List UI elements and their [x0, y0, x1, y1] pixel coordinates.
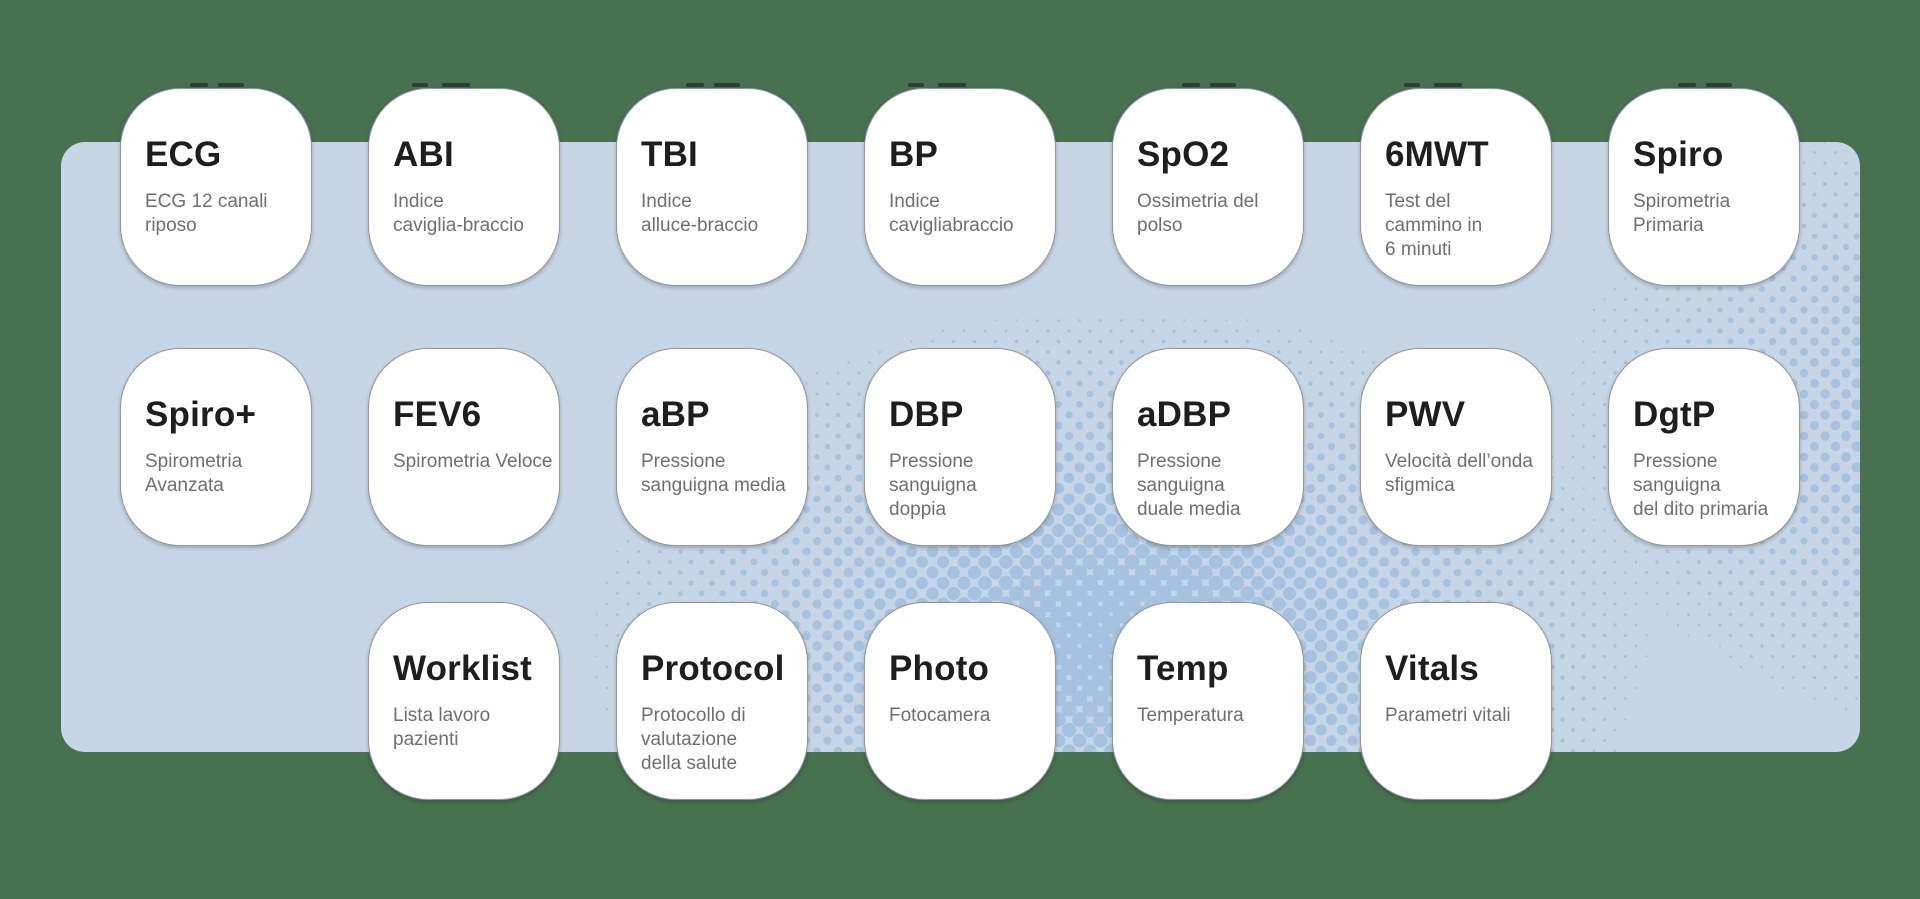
app-tile-title: BP — [889, 135, 939, 174]
app-tile-title: Vitals — [1385, 649, 1479, 688]
app-tile-title: TBI — [641, 135, 698, 174]
app-tile-title: DBP — [889, 395, 964, 434]
app-tile-title: PWV — [1385, 395, 1466, 434]
app-tile-abi[interactable]: ABI Indice caviglia-braccio — [368, 88, 560, 286]
app-tile-title: SpO2 — [1137, 135, 1230, 174]
app-tile-subtitle: Temperatura — [1137, 705, 1244, 726]
app-tile-subtitle: Lista lavoro pazienti — [393, 705, 491, 750]
clipped-row-remnant — [190, 83, 208, 87]
app-tile-subtitle: Indice caviglia-braccio — [393, 191, 524, 236]
clipped-row-remnant — [1434, 83, 1462, 87]
app-tile-abp[interactable]: aBP Pressione sanguigna media — [616, 348, 808, 546]
app-tile-title: aDBP — [1137, 395, 1232, 434]
app-tile-6mwt[interactable]: 6MWT Test del cammino in 6 minuti — [1360, 88, 1552, 286]
app-tile-protocol[interactable]: Protocol Protocollo di valutazione della… — [616, 602, 808, 800]
app-tile-subtitle: Spirometria Veloce — [393, 451, 553, 472]
clipped-row-remnant — [714, 83, 740, 87]
clipped-row-remnant — [1210, 83, 1236, 87]
app-tile-title: aBP — [641, 395, 710, 434]
clipped-row-remnant — [218, 83, 244, 87]
clipped-row-remnant — [908, 83, 924, 87]
app-tile-title: DgtP — [1633, 395, 1716, 434]
app-tile-title: Worklist — [393, 649, 533, 688]
app-tile-subtitle: Fotocamera — [889, 705, 991, 726]
app-tile-title: 6MWT — [1385, 135, 1489, 174]
app-tile-dgtp[interactable]: DgtP Pressione sanguigna del dito primar… — [1608, 348, 1800, 546]
app-tile-title: Protocol — [641, 649, 785, 688]
app-tile-vitals[interactable]: Vitals Parametri vitali — [1360, 602, 1552, 800]
clipped-row-remnant — [1706, 83, 1732, 87]
app-tile-subtitle: Pressione sanguigna doppia — [889, 451, 977, 520]
app-tile-title: FEV6 — [393, 395, 482, 434]
app-tile-fev6[interactable]: FEV6 Spirometria Veloce — [368, 348, 560, 546]
app-tile-subtitle: Velocità dell’onda sfigmica — [1385, 451, 1533, 496]
app-tile-spiro[interactable]: Spiro Spirometria Primaria — [1608, 88, 1800, 286]
app-tile-subtitle: Pressione sanguigna duale media — [1137, 451, 1241, 520]
app-tile-adbp[interactable]: aDBP Pressione sanguigna duale media — [1112, 348, 1304, 546]
clipped-row-remnant — [1678, 83, 1696, 87]
app-tile-tbi[interactable]: TBI Indice alluce-braccio — [616, 88, 808, 286]
clipped-row-remnant — [412, 83, 428, 87]
app-tile-subtitle: Test del cammino in 6 minuti — [1385, 191, 1483, 260]
app-tile-subtitle: Protocollo di valutazione della salute — [641, 705, 746, 774]
clipped-row-remnant — [1182, 83, 1200, 87]
app-tile-title: Photo — [889, 649, 990, 688]
app-tile-title: Temp — [1137, 649, 1229, 688]
app-tile-title: Spiro — [1633, 135, 1724, 174]
app-tile-subtitle: Indice cavigliabraccio — [889, 191, 1014, 236]
app-tile-subtitle: Spirometria Avanzata — [145, 451, 243, 496]
app-tile-title: Spiro+ — [145, 395, 257, 434]
app-tile-subtitle: Spirometria Primaria — [1633, 191, 1731, 236]
app-tile-subtitle: ECG 12 canali riposo — [145, 191, 268, 236]
app-tile-subtitle: Indice alluce-braccio — [641, 191, 759, 236]
app-tile-pwv[interactable]: PWV Velocità dell’onda sfigmica — [1360, 348, 1552, 546]
app-tile-subtitle: Pressione sanguigna media — [641, 451, 786, 496]
app-tile-title: ECG — [145, 135, 222, 174]
clipped-row-remnant — [1404, 83, 1420, 87]
app-tile-subtitle: Pressione sanguigna del dito primaria — [1633, 451, 1769, 520]
app-tile-subtitle: Ossimetria del polso — [1137, 191, 1259, 236]
app-tile-title: ABI — [393, 135, 454, 174]
app-tile-worklist[interactable]: Worklist Lista lavoro pazienti — [368, 602, 560, 800]
app-tile-spo2[interactable]: SpO2 Ossimetria del polso — [1112, 88, 1304, 286]
app-tile-subtitle: Parametri vitali — [1385, 705, 1511, 726]
app-tile-photo[interactable]: Photo Fotocamera — [864, 602, 1056, 800]
clipped-row-remnant — [442, 83, 470, 87]
app-tile-spiro-plus[interactable]: Spiro+ Spirometria Avanzata — [120, 348, 312, 546]
app-tile-temp[interactable]: Temp Temperatura — [1112, 602, 1304, 800]
clipped-row-remnant — [938, 83, 966, 87]
app-tile-ecg[interactable]: ECG ECG 12 canali riposo — [120, 88, 312, 286]
app-tile-dbp[interactable]: DBP Pressione sanguigna doppia — [864, 348, 1056, 546]
app-tile-bp[interactable]: BP Indice cavigliabraccio — [864, 88, 1056, 286]
clipped-row-remnant — [686, 83, 704, 87]
